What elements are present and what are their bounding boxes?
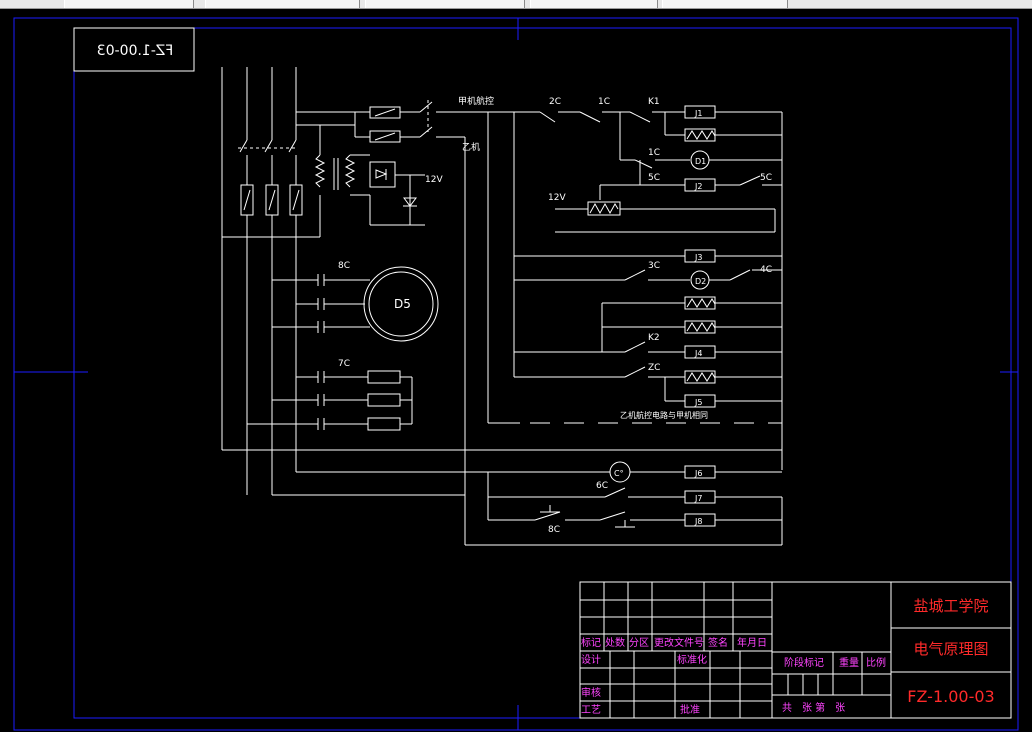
cell-check: 审核 (581, 686, 601, 699)
drawing-title: 电气原理图 (913, 640, 988, 658)
center-marks (14, 18, 1018, 730)
cell-process: 工艺 (581, 704, 601, 716)
label-j7: J7 (694, 494, 702, 503)
label-j1: J1 (694, 109, 702, 118)
drawing-canvas[interactable]: FZ-1.00-03 (0, 9, 1032, 732)
toolbar-tab[interactable] (662, 0, 788, 8)
label-k1: K1 (648, 97, 660, 107)
label-j4: J4 (694, 349, 702, 358)
drawing-code: FZ-1.00-03 (907, 687, 994, 706)
cell-approve: 批准 (680, 703, 700, 716)
cell-weight: 重量 (839, 656, 859, 669)
cell-count: 处数 (605, 636, 625, 649)
cell-design: 设计 (581, 653, 601, 666)
label-d1: D1 (695, 157, 706, 166)
inner-frame (73, 27, 1012, 719)
label-zc: ZC (648, 363, 660, 373)
cell-scale: 比例 (866, 656, 886, 669)
schematic-labels: 甲机航控 乙机 2C 1C K1 J1 1C D1 5C J2 5C 12V 1… (338, 95, 772, 535)
wiring (221, 67, 783, 546)
label-j3: J3 (694, 253, 702, 262)
label-j6: J6 (694, 469, 702, 478)
outer-frame (13, 17, 1019, 731)
cell-sheets: 共 张 第 张 (782, 701, 845, 714)
cell-date: 年月日 (737, 636, 767, 649)
label-5c-right: 5C (760, 173, 772, 183)
label-8c: 8C (338, 261, 350, 271)
title-block-labels: 标记 处数 分区 更改文件号 签名 年月日 设计 标准化 阶段标记 重量 比例 … (581, 636, 886, 716)
label-j5: J5 (694, 398, 702, 407)
label-2c: 2C (549, 97, 561, 107)
toolbar-tab[interactable] (365, 0, 525, 8)
school-name: 盐城工学院 (913, 597, 988, 615)
cell-stage: 阶段标记 (784, 656, 824, 669)
label-switch-b: 乙机 (462, 141, 480, 153)
code-box (73, 27, 195, 72)
status-bar (0, 732, 1032, 739)
label-5c-left: 5C (648, 173, 660, 183)
label-4c: 4C (760, 265, 772, 275)
label-switch-a: 甲机航控 (458, 95, 494, 107)
toolbar-tab[interactable] (205, 0, 360, 8)
toolbar-tab[interactable] (530, 0, 658, 8)
label-j8: J8 (694, 517, 702, 526)
label-j2: J2 (694, 182, 702, 191)
cell-doc: 更改文件号 (654, 636, 704, 649)
label-3c: 3C (648, 261, 660, 271)
label-12v-rectifier: 12V (425, 175, 443, 185)
cell-zone: 分区 (629, 637, 649, 649)
cell-sign: 签名 (708, 636, 728, 649)
label-k2: K2 (648, 333, 660, 343)
label-d2: D2 (695, 277, 706, 286)
electrical-schematic: FZ-1.00-03 (13, 17, 1019, 731)
toolbar-tab[interactable] (64, 0, 194, 8)
label-1c-top: 1C (598, 97, 610, 107)
cell-standard: 标准化 (677, 653, 707, 666)
label-12v-supply: 12V (548, 193, 566, 203)
label-note: 乙机航控电路与甲机相同 (620, 410, 708, 420)
label-ct: C° (614, 469, 624, 478)
mirrored-code: FZ-1.00-03 (97, 43, 174, 59)
cell-mark: 标记 (581, 637, 601, 649)
toolbar-strip (0, 0, 1032, 9)
label-7c: 7C (338, 359, 350, 369)
label-8c-lower: 8C (548, 525, 560, 535)
label-1c-mid: 1C (648, 148, 660, 158)
label-6c: 6C (596, 481, 608, 491)
title-block (579, 581, 1012, 719)
label-d5: D5 (394, 297, 411, 311)
